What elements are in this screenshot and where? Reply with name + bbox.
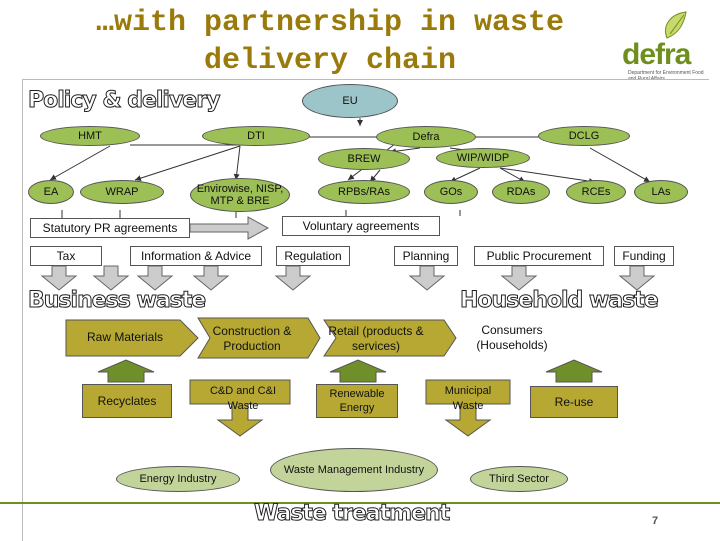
- defra-logo: [612, 8, 712, 80]
- up-arrow-recyclates: [97, 359, 155, 383]
- section-household-waste: Household waste: [460, 288, 660, 314]
- up-arrow-reuse: [545, 359, 603, 383]
- node-waste-management-industry: Waste Management Industry: [270, 448, 438, 492]
- node-rdas: RDAs: [492, 180, 550, 204]
- box-renewable-energy: Renewable Energy: [316, 384, 398, 418]
- node-third-sector: Third Sector: [470, 466, 568, 492]
- arrow-planning-down: [408, 265, 446, 291]
- node-brew: BREW: [318, 148, 410, 170]
- label-raw-materials: Raw Materials: [86, 330, 164, 344]
- section-policy-delivery: Policy & delivery: [27, 88, 220, 114]
- node-defra: Defra: [376, 126, 476, 148]
- section-waste-treatment: Waste treatment: [253, 501, 450, 527]
- node-energy-industry: Energy Industry: [116, 466, 240, 492]
- box-tax: Tax: [30, 246, 102, 266]
- box-planning: Planning: [394, 246, 458, 266]
- box-regulation: Regulation: [276, 246, 350, 266]
- box-statutory-agreements: Statutory PR agreements: [30, 218, 190, 238]
- logo-wordmark: defra: [622, 38, 691, 71]
- box-voluntary-agreements: Voluntary agreements: [282, 216, 440, 236]
- node-dti: DTI: [202, 126, 310, 146]
- flow-raw-materials-arrow: [65, 319, 199, 357]
- arrow-funding-down: [618, 265, 656, 291]
- arrow-regulation-down: [274, 265, 312, 291]
- label-consumers: Consumers (Households): [466, 320, 558, 356]
- flow-construction-arrow: [197, 317, 321, 359]
- arrow-statutory: [189, 216, 270, 240]
- node-eu: EU: [302, 84, 398, 118]
- arrow-info-down-2: [192, 265, 230, 291]
- node-rpbs-ras: RPBs/RAs: [318, 180, 410, 204]
- footer-rule: [0, 502, 720, 504]
- page-number: 7: [652, 515, 659, 527]
- node-wip-widp: WIP/WIDP: [436, 148, 530, 168]
- section-business-waste: Business waste: [27, 288, 206, 314]
- node-wrap: WRAP: [80, 180, 164, 204]
- arrow-info-down: [136, 265, 174, 291]
- label-cd-ci-waste: C&D and C&I Waste: [209, 385, 277, 412]
- node-envirowise: Envirowise, NISP, MTP & BRE: [190, 178, 290, 212]
- arrow-procurement-down: [500, 265, 538, 291]
- node-las: LAs: [634, 180, 688, 204]
- node-hmt: HMT: [40, 126, 140, 146]
- node-dclg: DCLG: [538, 126, 630, 146]
- label-municipal-waste: Municipal Waste: [444, 385, 492, 412]
- box-re-use: Re-use: [530, 386, 618, 418]
- flow-retail-arrow: [323, 319, 457, 357]
- arrow-tax-down-2: [92, 265, 130, 291]
- slide-title: …with partnership in waste delivery chai…: [95, 6, 565, 78]
- flow-municipal-arrow: [425, 379, 511, 437]
- node-gos: GOs: [424, 180, 478, 204]
- arrow-tax-down: [40, 265, 78, 291]
- box-funding: Funding: [614, 246, 674, 266]
- label-retail: Retail (products & services): [328, 324, 424, 353]
- label-construction-production: Construction & Production: [212, 324, 292, 353]
- node-rces: RCEs: [566, 180, 626, 204]
- node-ea: EA: [28, 180, 74, 204]
- box-public-procurement: Public Procurement: [474, 246, 604, 266]
- up-arrow-renewable: [329, 359, 387, 383]
- box-information-advice: Information & Advice: [130, 246, 262, 266]
- diagram-frame: [22, 79, 709, 541]
- flow-cdci-arrow: [189, 379, 291, 437]
- leaf-icon: [665, 11, 687, 39]
- box-recyclates: Recyclates: [82, 384, 172, 418]
